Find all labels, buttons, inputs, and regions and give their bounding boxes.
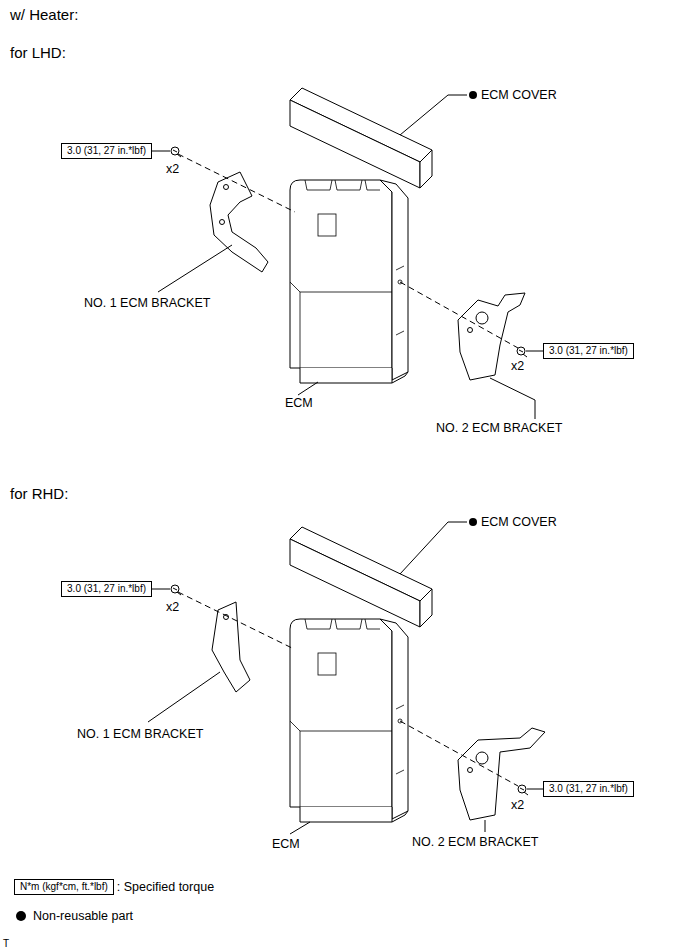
legend-text: : Specified torque [117, 880, 214, 894]
part-name: ECM [272, 837, 300, 851]
torque-value: N*m (kgf*cm, ft.*lbf) [20, 881, 108, 893]
quantity: x2 [166, 162, 179, 176]
part-name: ECM COVER [481, 88, 557, 102]
section-heading: for LHD: [10, 44, 66, 61]
part-name: NO. 1 ECM BRACKET [84, 296, 210, 310]
quantity: x2 [166, 600, 179, 614]
part-name: NO. 2 ECM BRACKET [412, 835, 538, 849]
figure-code: T [3, 938, 9, 950]
quantity: x2 [511, 359, 524, 373]
torque-spec-box: 3.0 (31, 27 in.*lbf) [543, 781, 634, 797]
part-name: ECM [285, 396, 313, 410]
torque-value: 3.0 (31, 27 in.*lbf) [549, 345, 628, 357]
part-name: ECM COVER [481, 515, 557, 529]
bracket-shape [210, 172, 268, 272]
quantity: x2 [511, 798, 524, 812]
torque-value: 3.0 (31, 27 in.*lbf) [67, 145, 146, 157]
legend-text: Non-reusable part [33, 909, 133, 923]
section-heading: w/ Heater: [10, 6, 78, 23]
torque-spec-box: 3.0 (31, 27 in.*lbf) [543, 343, 634, 359]
torque-value: 3.0 (31, 27 in.*lbf) [549, 783, 628, 795]
part-name: NO. 2 ECM BRACKET [436, 421, 562, 435]
torque-legend-box: N*m (kgf*cm, ft.*lbf) [14, 879, 114, 895]
part-name: NO. 1 ECM BRACKET [77, 727, 203, 741]
torque-value: 3.0 (31, 27 in.*lbf) [67, 583, 146, 595]
torque-spec-box: 3.0 (31, 27 in.*lbf) [61, 143, 152, 159]
section-heading: for RHD: [10, 485, 68, 502]
torque-spec-box: 3.0 (31, 27 in.*lbf) [61, 581, 152, 597]
